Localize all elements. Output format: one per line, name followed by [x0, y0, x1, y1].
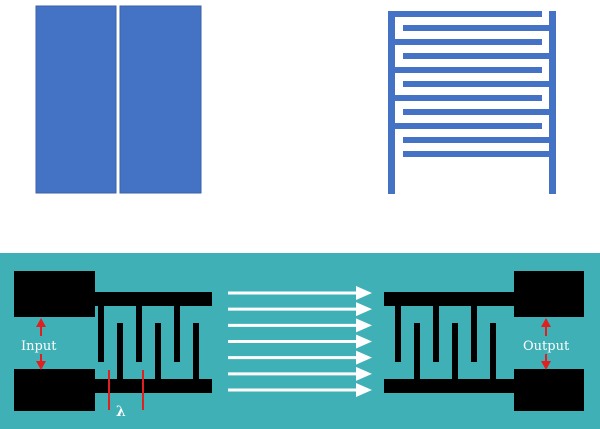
- input-top-bus: [90, 292, 212, 306]
- right-finger: [403, 81, 549, 87]
- output-finger-top: [471, 306, 477, 362]
- left-bus-bar: [388, 11, 395, 194]
- input-finger-bottom: [155, 323, 161, 379]
- output-bottom-pad: [514, 369, 584, 411]
- input-transducer: [14, 271, 212, 411]
- left-finger: [395, 95, 542, 101]
- wavelength-marker: λ: [108, 370, 144, 420]
- output-finger-top: [433, 306, 439, 362]
- output-finger-top: [395, 306, 401, 362]
- output-finger-bottom: [414, 323, 420, 379]
- input-top-pad: [14, 271, 95, 317]
- left-plate: [35, 5, 117, 194]
- wave-arrow-icon: [228, 350, 372, 365]
- left-finger: [395, 39, 542, 45]
- input-bottom-bus: [90, 379, 212, 393]
- input-arrow-up-icon: [36, 318, 46, 327]
- input-bottom-pad: [14, 369, 95, 411]
- input-arrow-down-icon: [36, 361, 46, 370]
- input-finger-bottom: [193, 323, 199, 379]
- interdigitated-electrodes: [388, 11, 556, 194]
- saw-device: Input Output λ: [0, 253, 600, 429]
- output-signal-marker: Output: [521, 318, 577, 370]
- left-finger: [395, 67, 542, 73]
- output-bottom-bus: [384, 379, 519, 393]
- output-finger-bottom: [452, 323, 458, 379]
- right-finger: [403, 109, 549, 115]
- wave-arrow-icon: [228, 318, 372, 333]
- wavelength-symbol: λ: [116, 404, 126, 420]
- left-finger: [395, 11, 542, 17]
- right-finger: [403, 137, 549, 143]
- output-label-bg: [521, 336, 577, 354]
- saw-propagation-arrows: [228, 286, 372, 397]
- output-top-pad: [514, 271, 584, 317]
- output-arrow-down-icon: [541, 361, 551, 370]
- input-finger-top: [98, 306, 104, 362]
- input-finger-bottom: [117, 323, 123, 379]
- right-finger: [403, 25, 549, 31]
- parallel-plate-electrodes: [35, 5, 202, 194]
- input-finger-top: [136, 306, 142, 362]
- wave-arrow-icon: [228, 366, 372, 381]
- wave-arrow-icon: [228, 334, 372, 349]
- output-top-bus: [384, 292, 519, 306]
- right-finger: [403, 151, 549, 157]
- wave-arrow-icon: [228, 383, 372, 397]
- output-arrow-up-icon: [541, 318, 551, 327]
- right-plate: [119, 5, 202, 194]
- left-finger: [395, 123, 542, 129]
- output-finger-bottom: [490, 323, 496, 379]
- input-label-bg: [20, 336, 66, 354]
- input-finger-top: [174, 306, 180, 362]
- wave-arrow-icon: [228, 286, 372, 300]
- wave-arrow-icon: [228, 302, 372, 317]
- right-bus-bar: [549, 11, 556, 194]
- output-transducer: [384, 271, 584, 411]
- input-signal-marker: Input: [20, 318, 66, 370]
- input-label: Input: [21, 339, 57, 354]
- output-label: Output: [523, 339, 570, 354]
- right-finger: [403, 53, 549, 59]
